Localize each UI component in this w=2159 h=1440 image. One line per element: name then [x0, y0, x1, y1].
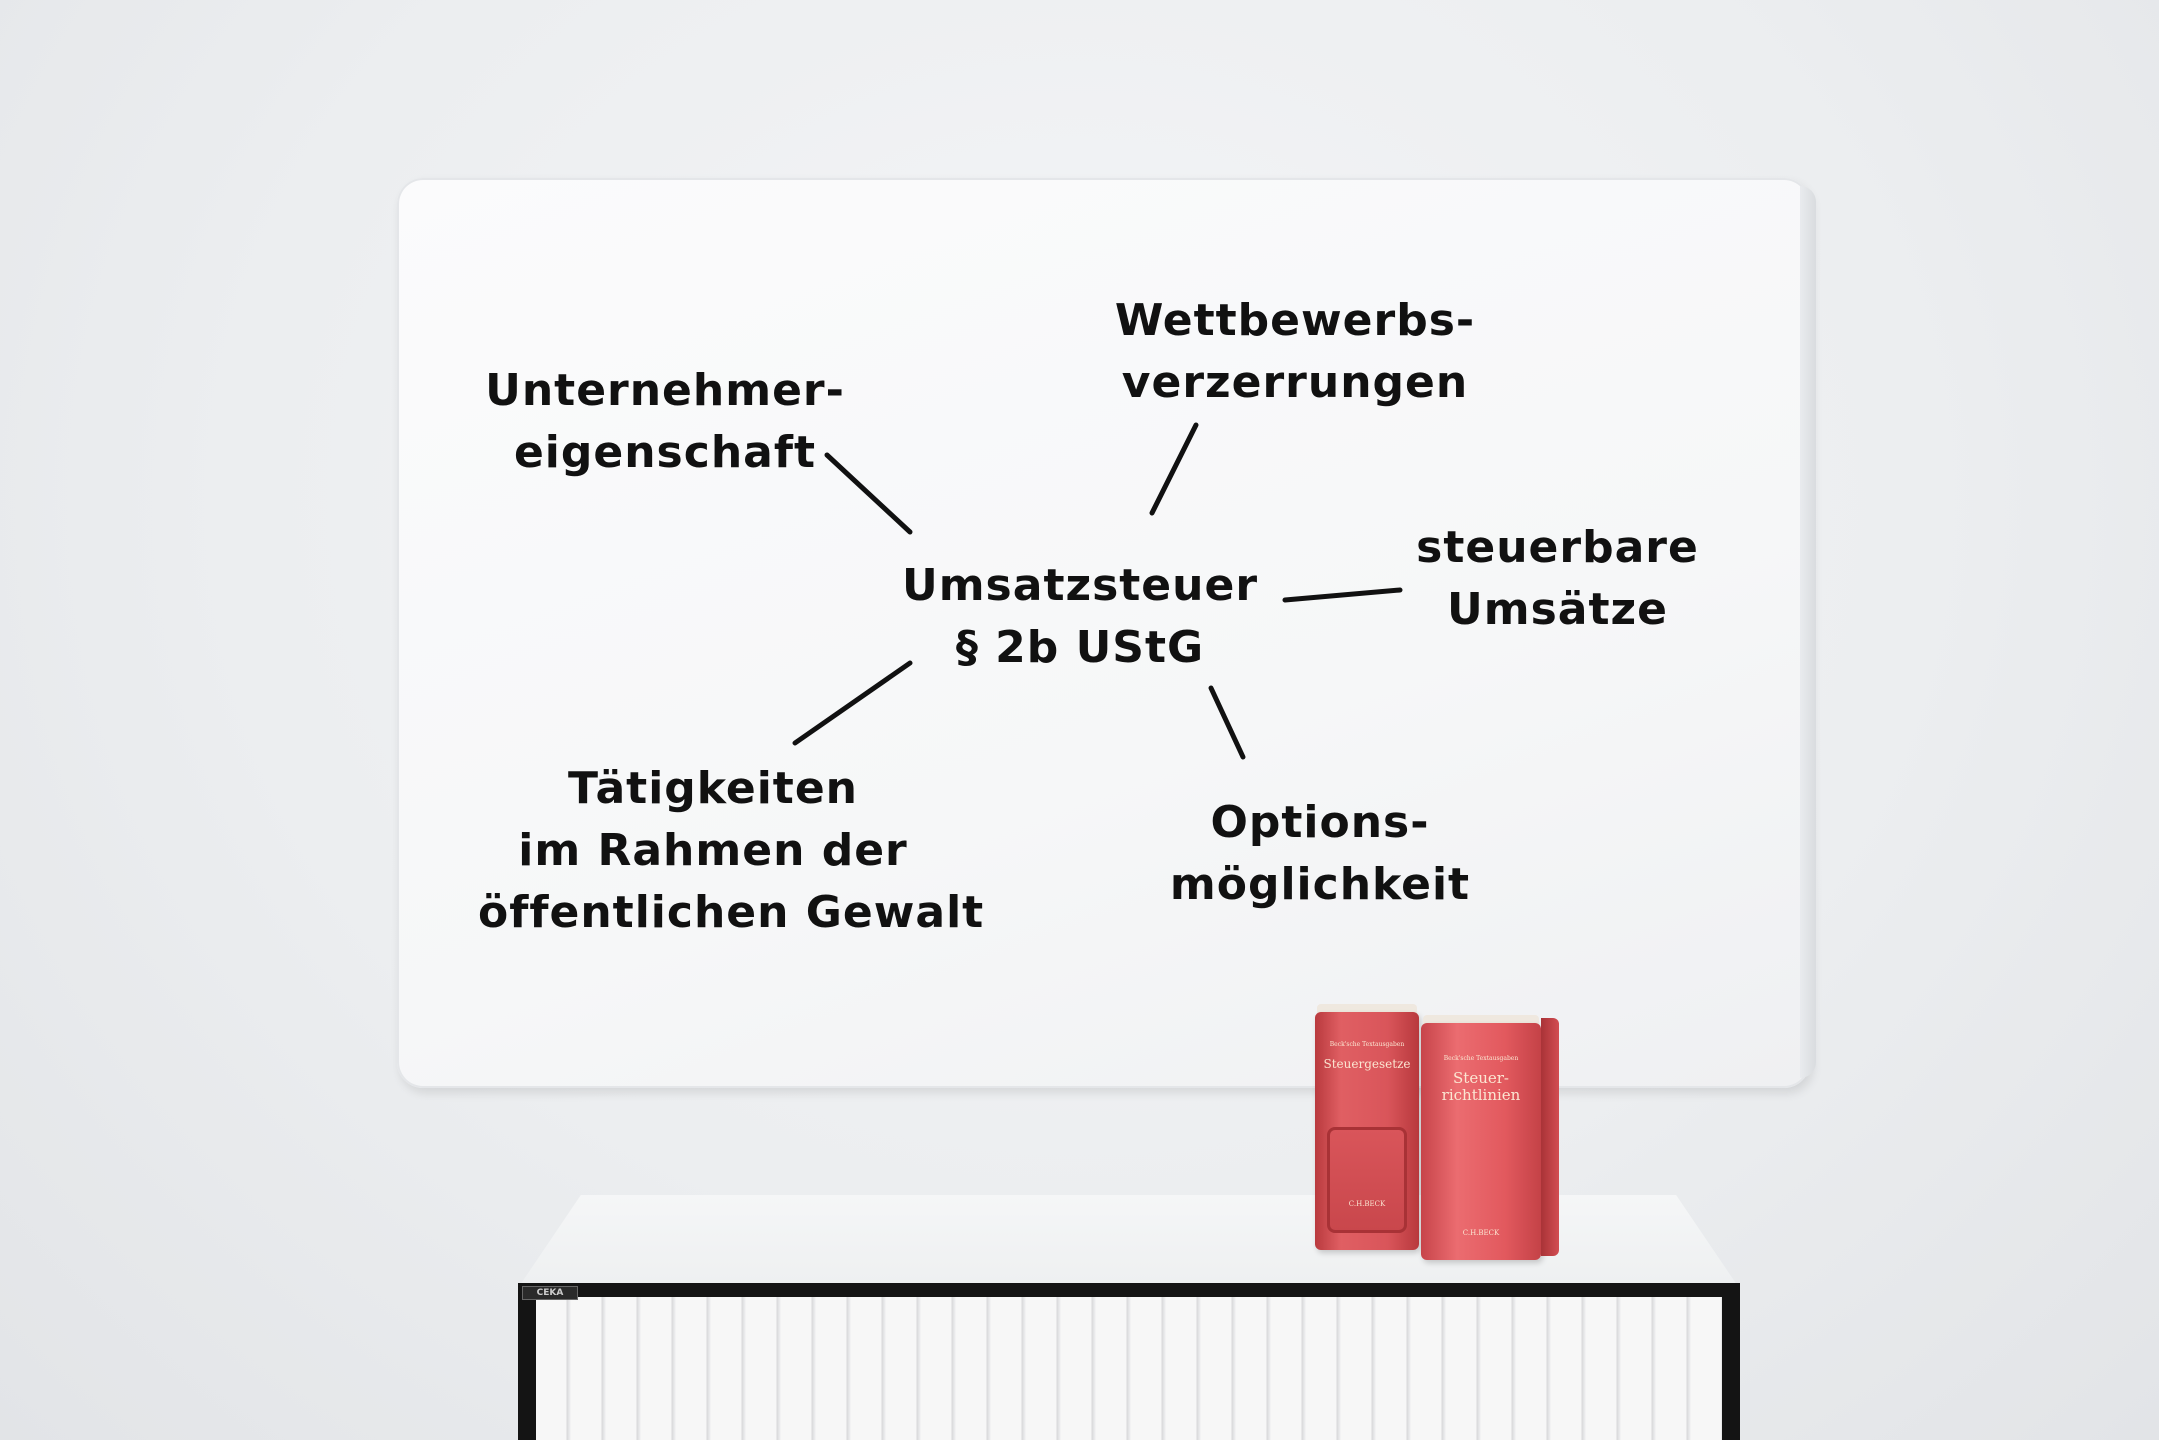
branch-right-line1: steuerbare [1416, 522, 1699, 573]
branch-bottom-right-line1: Options- [1210, 797, 1430, 848]
branch-bottom-right-line2: möglichkeit [1169, 859, 1471, 910]
book-right-spine [1541, 1018, 1559, 1256]
connector-top-right [1149, 422, 1199, 516]
branch-unternehmereigenschaft: Unternehmer- eigenschaft [480, 360, 850, 484]
branch-taetigkeiten: Tätigkeiten im Rahmen der öffentlichen G… [478, 758, 985, 944]
connector-right [1282, 587, 1403, 603]
branch-bottom-left-line3: öffentlichen Gewalt [478, 887, 985, 938]
branch-bottom-left-line2: im Rahmen der [518, 825, 908, 876]
connector-bottom-left [792, 660, 913, 746]
whiteboard-frame [1800, 186, 1816, 1078]
branch-top-right-line1: Wettbewerbs- [1114, 295, 1476, 346]
book-left-series: Beck'sche Textausgaben [1329, 1041, 1405, 1048]
center-topic-line1: Umsatzsteuer [901, 560, 1259, 611]
branch-optionsmoeglichkeit: Options- möglichkeit [1160, 792, 1480, 916]
branch-steuerbare-umsaetze: steuerbare Umsätze [1400, 517, 1715, 641]
book-right-title-line2: richtlinien [1441, 1086, 1521, 1104]
center-topic-line2: § 2b UStG [955, 622, 1205, 673]
book-left-pocket [1327, 1127, 1407, 1233]
branch-right-line2: Umsätze [1447, 584, 1668, 635]
cabinet-tambour-door [536, 1297, 1722, 1440]
center-topic: Umsatzsteuer § 2b UStG [900, 555, 1260, 679]
cabinet-edge [518, 1283, 1740, 1297]
book-left-title: Steuergesetze [1323, 1057, 1411, 1071]
branch-wettbewerbsverzerrungen: Wettbewerbs- verzerrungen [1110, 290, 1480, 414]
branch-top-left-line2: eigenschaft [513, 427, 817, 478]
connector-top-left [824, 452, 913, 535]
cabinet-brand-badge: CEKA [522, 1286, 578, 1300]
book-right-series: Beck'sche Textausgaben [1443, 1055, 1519, 1062]
book-right-publisher: C.H.BECK [1462, 1229, 1500, 1237]
whiteboard [397, 178, 1810, 1088]
branch-top-right-line2: verzerrungen [1121, 357, 1469, 408]
book-right-title-line1: Steuer- [1453, 1069, 1509, 1087]
book-right-title: Steuer- richtlinien [1421, 1070, 1541, 1104]
book-left-publisher: C.H.BECK [1348, 1200, 1386, 1208]
branch-bottom-left-line1: Tätigkeiten [568, 763, 858, 814]
branch-top-left-line1: Unternehmer- [485, 365, 845, 416]
connector-bottom-right [1208, 685, 1246, 760]
book-steuerrichtlinien [1421, 1023, 1541, 1260]
